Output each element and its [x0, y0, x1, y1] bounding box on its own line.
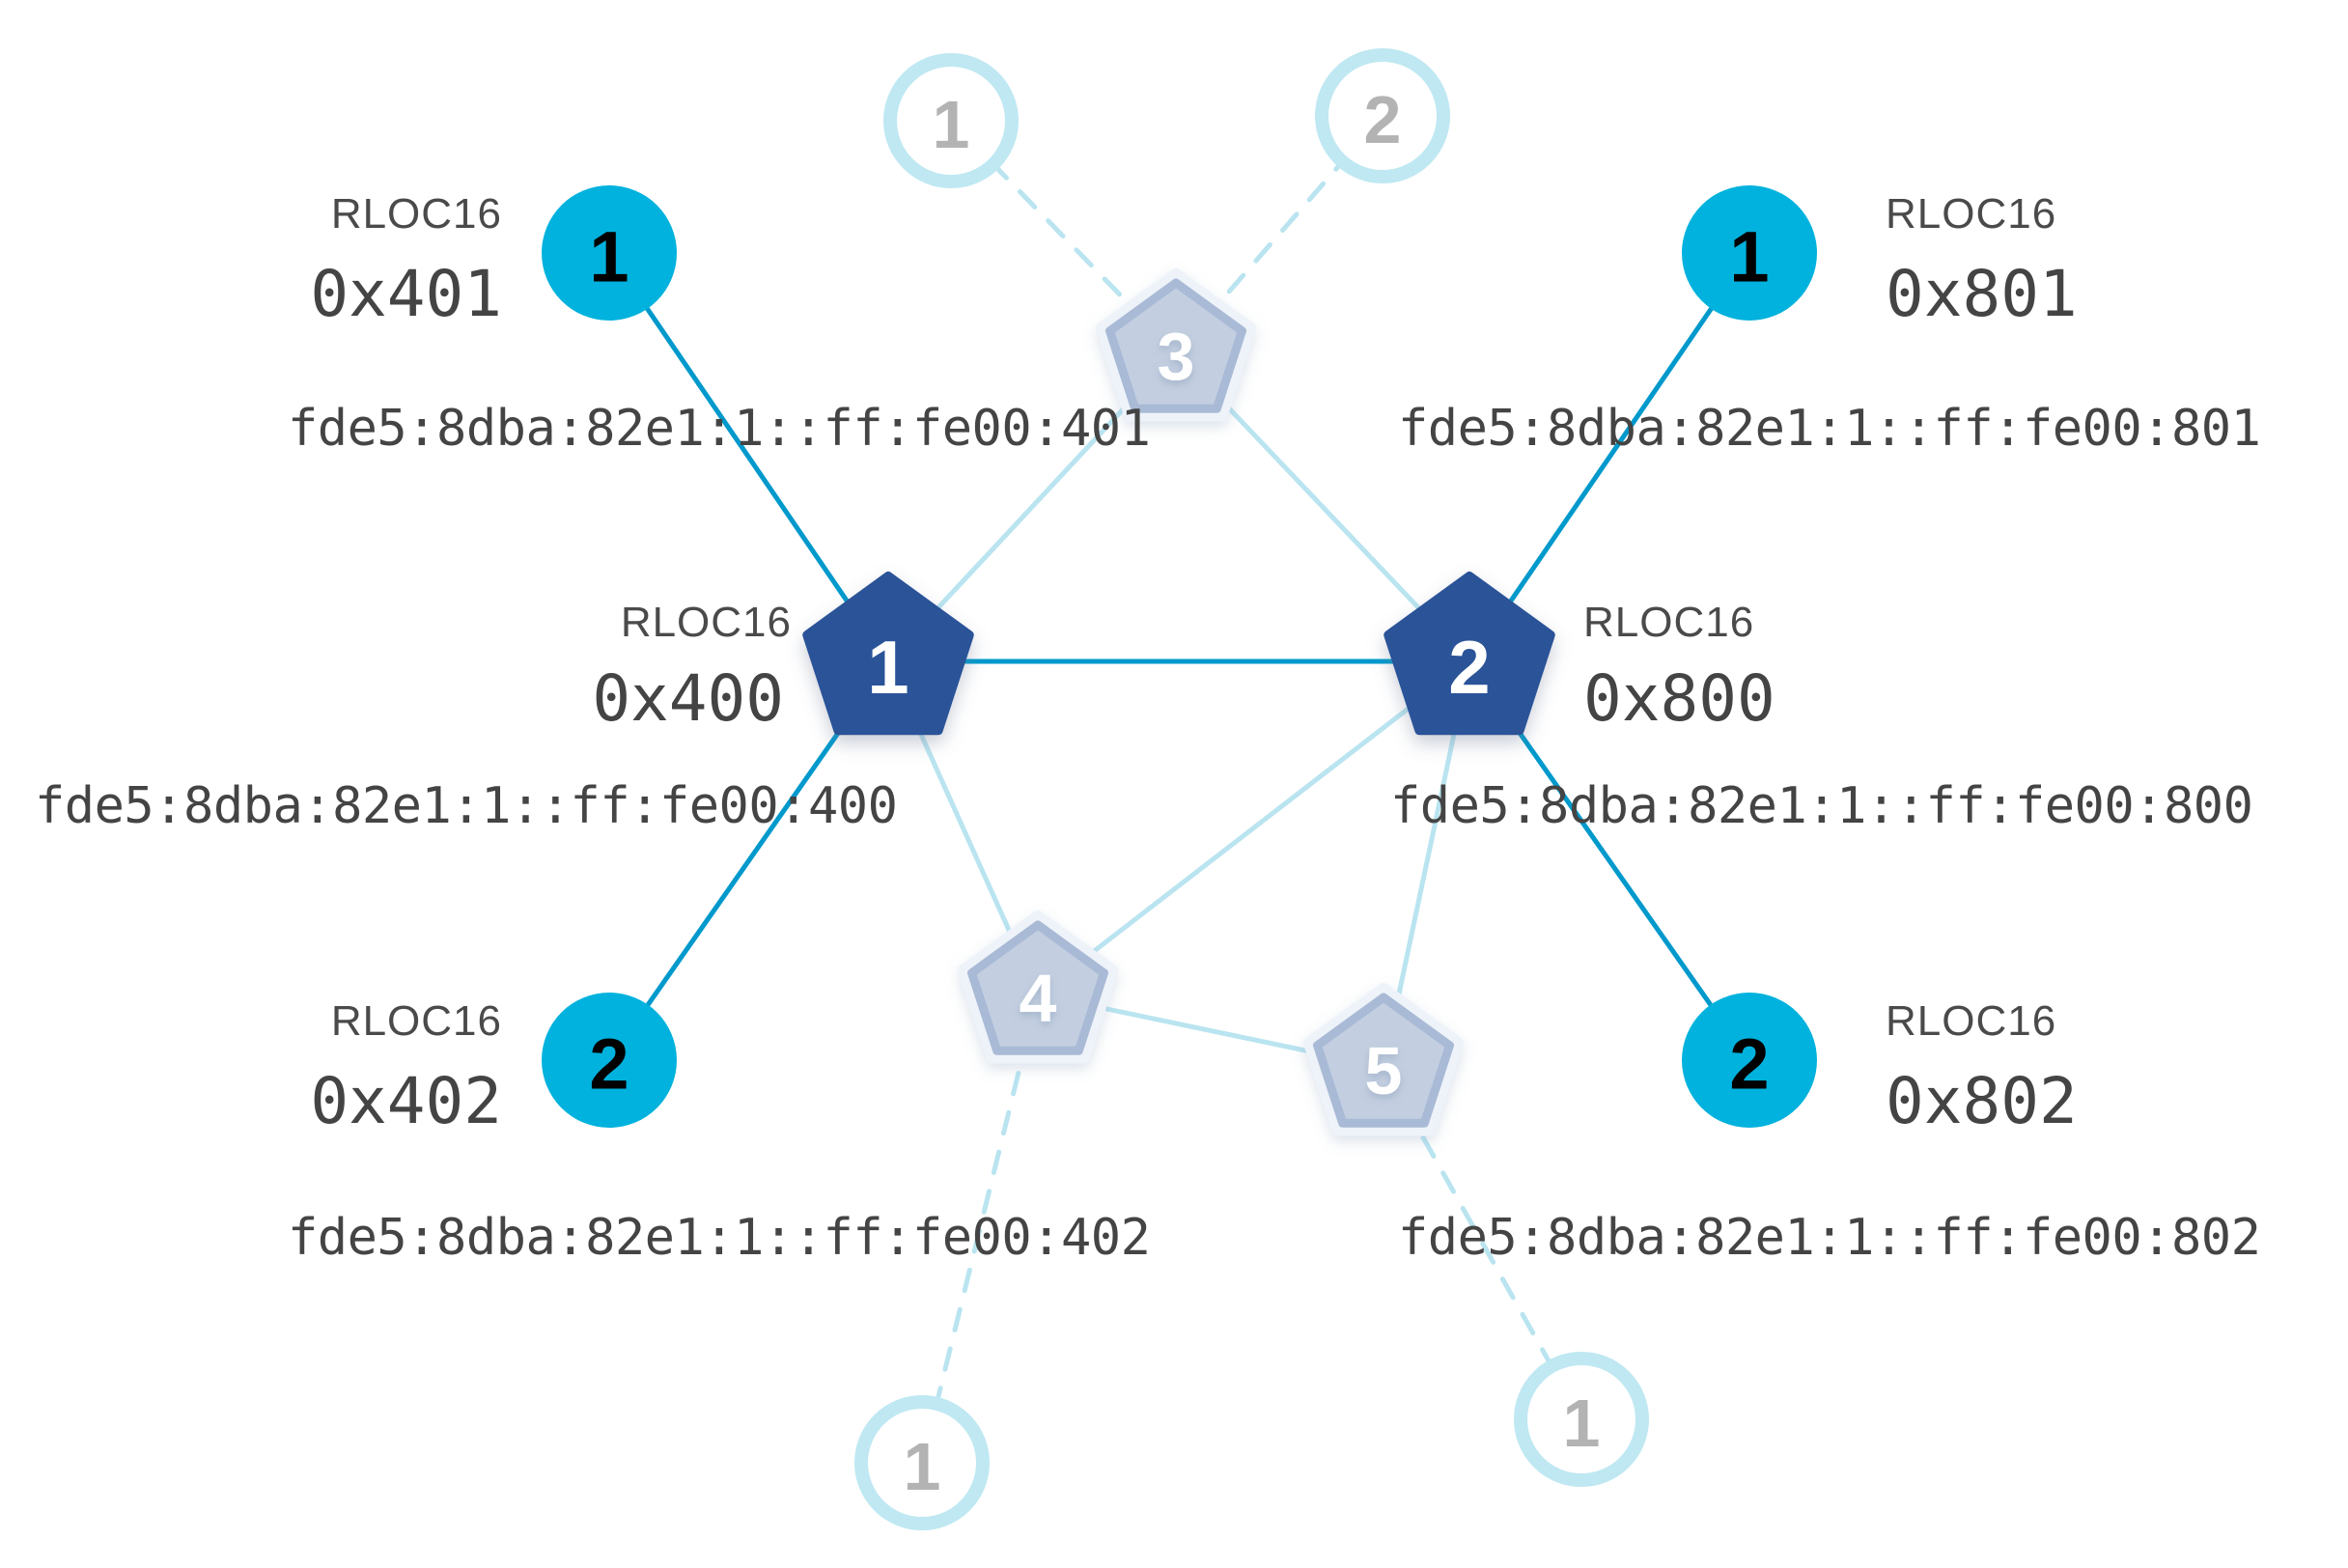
node-number: 1	[589, 217, 629, 297]
node-number: 2	[1448, 625, 1490, 710]
ghost-top-left[interactable]: 1	[883, 53, 1019, 188]
node-number: 2	[1364, 82, 1402, 157]
router-2[interactable]: 2	[1384, 572, 1555, 736]
edge-router1-child401	[606, 250, 891, 664]
router-1-rloc-title: RLOC16	[620, 599, 792, 646]
child-802-rloc-title: RLOC16	[1886, 997, 2057, 1045]
node-number: 5	[1365, 1033, 1403, 1108]
node-number: 1	[867, 625, 908, 710]
node-number: 2	[1729, 1024, 1769, 1105]
child-802-address: fde5:8dba:82e1:1::ff:fe00:802	[1398, 1209, 2261, 1267]
child-402-address: fde5:8dba:82e1:1::ff:fe00:402	[288, 1209, 1151, 1267]
router-2-rloc-title: RLOC16	[1583, 599, 1755, 646]
router-1[interactable]: 1	[802, 572, 974, 736]
edge-router2-child801	[1467, 250, 1752, 664]
child-401-rloc-title: RLOC16	[330, 190, 502, 238]
router-2-rloc-value: 0x800	[1583, 661, 1775, 736]
node-number: 4	[1020, 961, 1057, 1036]
edge-router4-ghost-bottom-left	[919, 992, 1041, 1466]
router-3[interactable]: 3	[1095, 268, 1257, 422]
edge-router2-router4	[1035, 658, 1472, 997]
nodes: 1 2 3 4 5 1 2 1 2 1 2 1 1	[542, 48, 1817, 1530]
child-401-rloc-value: 0x401	[310, 257, 502, 331]
ghost-bottom-left[interactable]: 1	[854, 1395, 990, 1530]
child-401[interactable]: 1	[542, 185, 677, 321]
child-802-rloc-value: 0x802	[1886, 1064, 2078, 1138]
child-802[interactable]: 2	[1682, 993, 1817, 1128]
node-number: 1	[1729, 217, 1769, 297]
router-1-rloc-value: 0x400	[592, 661, 784, 736]
child-801-rloc-title: RLOC16	[1886, 190, 2057, 238]
node-number: 1	[933, 87, 970, 162]
child-402[interactable]: 2	[542, 993, 677, 1128]
child-801-rloc-value: 0x801	[1886, 257, 2078, 331]
child-402-rloc-title: RLOC16	[330, 997, 502, 1045]
router-4[interactable]: 4	[957, 910, 1119, 1064]
child-801-address: fde5:8dba:82e1:1::ff:fe00:801	[1398, 400, 2261, 458]
child-402-rloc-value: 0x402	[310, 1064, 502, 1138]
child-801[interactable]: 1	[1682, 185, 1817, 321]
node-number: 1	[904, 1429, 941, 1504]
router-5[interactable]: 5	[1302, 983, 1465, 1136]
router-1-address: fde5:8dba:82e1:1::ff:fe00:400	[35, 777, 898, 835]
router-2-address: fde5:8dba:82e1:1::ff:fe00:800	[1390, 777, 2253, 835]
child-401-address: fde5:8dba:82e1:1::ff:fe00:401	[288, 400, 1151, 458]
node-number: 2	[589, 1024, 629, 1105]
ghost-top-right[interactable]: 2	[1315, 48, 1450, 183]
ghost-bottom-right[interactable]: 1	[1514, 1352, 1649, 1487]
node-number: 3	[1158, 319, 1195, 394]
node-number: 1	[1563, 1386, 1601, 1461]
